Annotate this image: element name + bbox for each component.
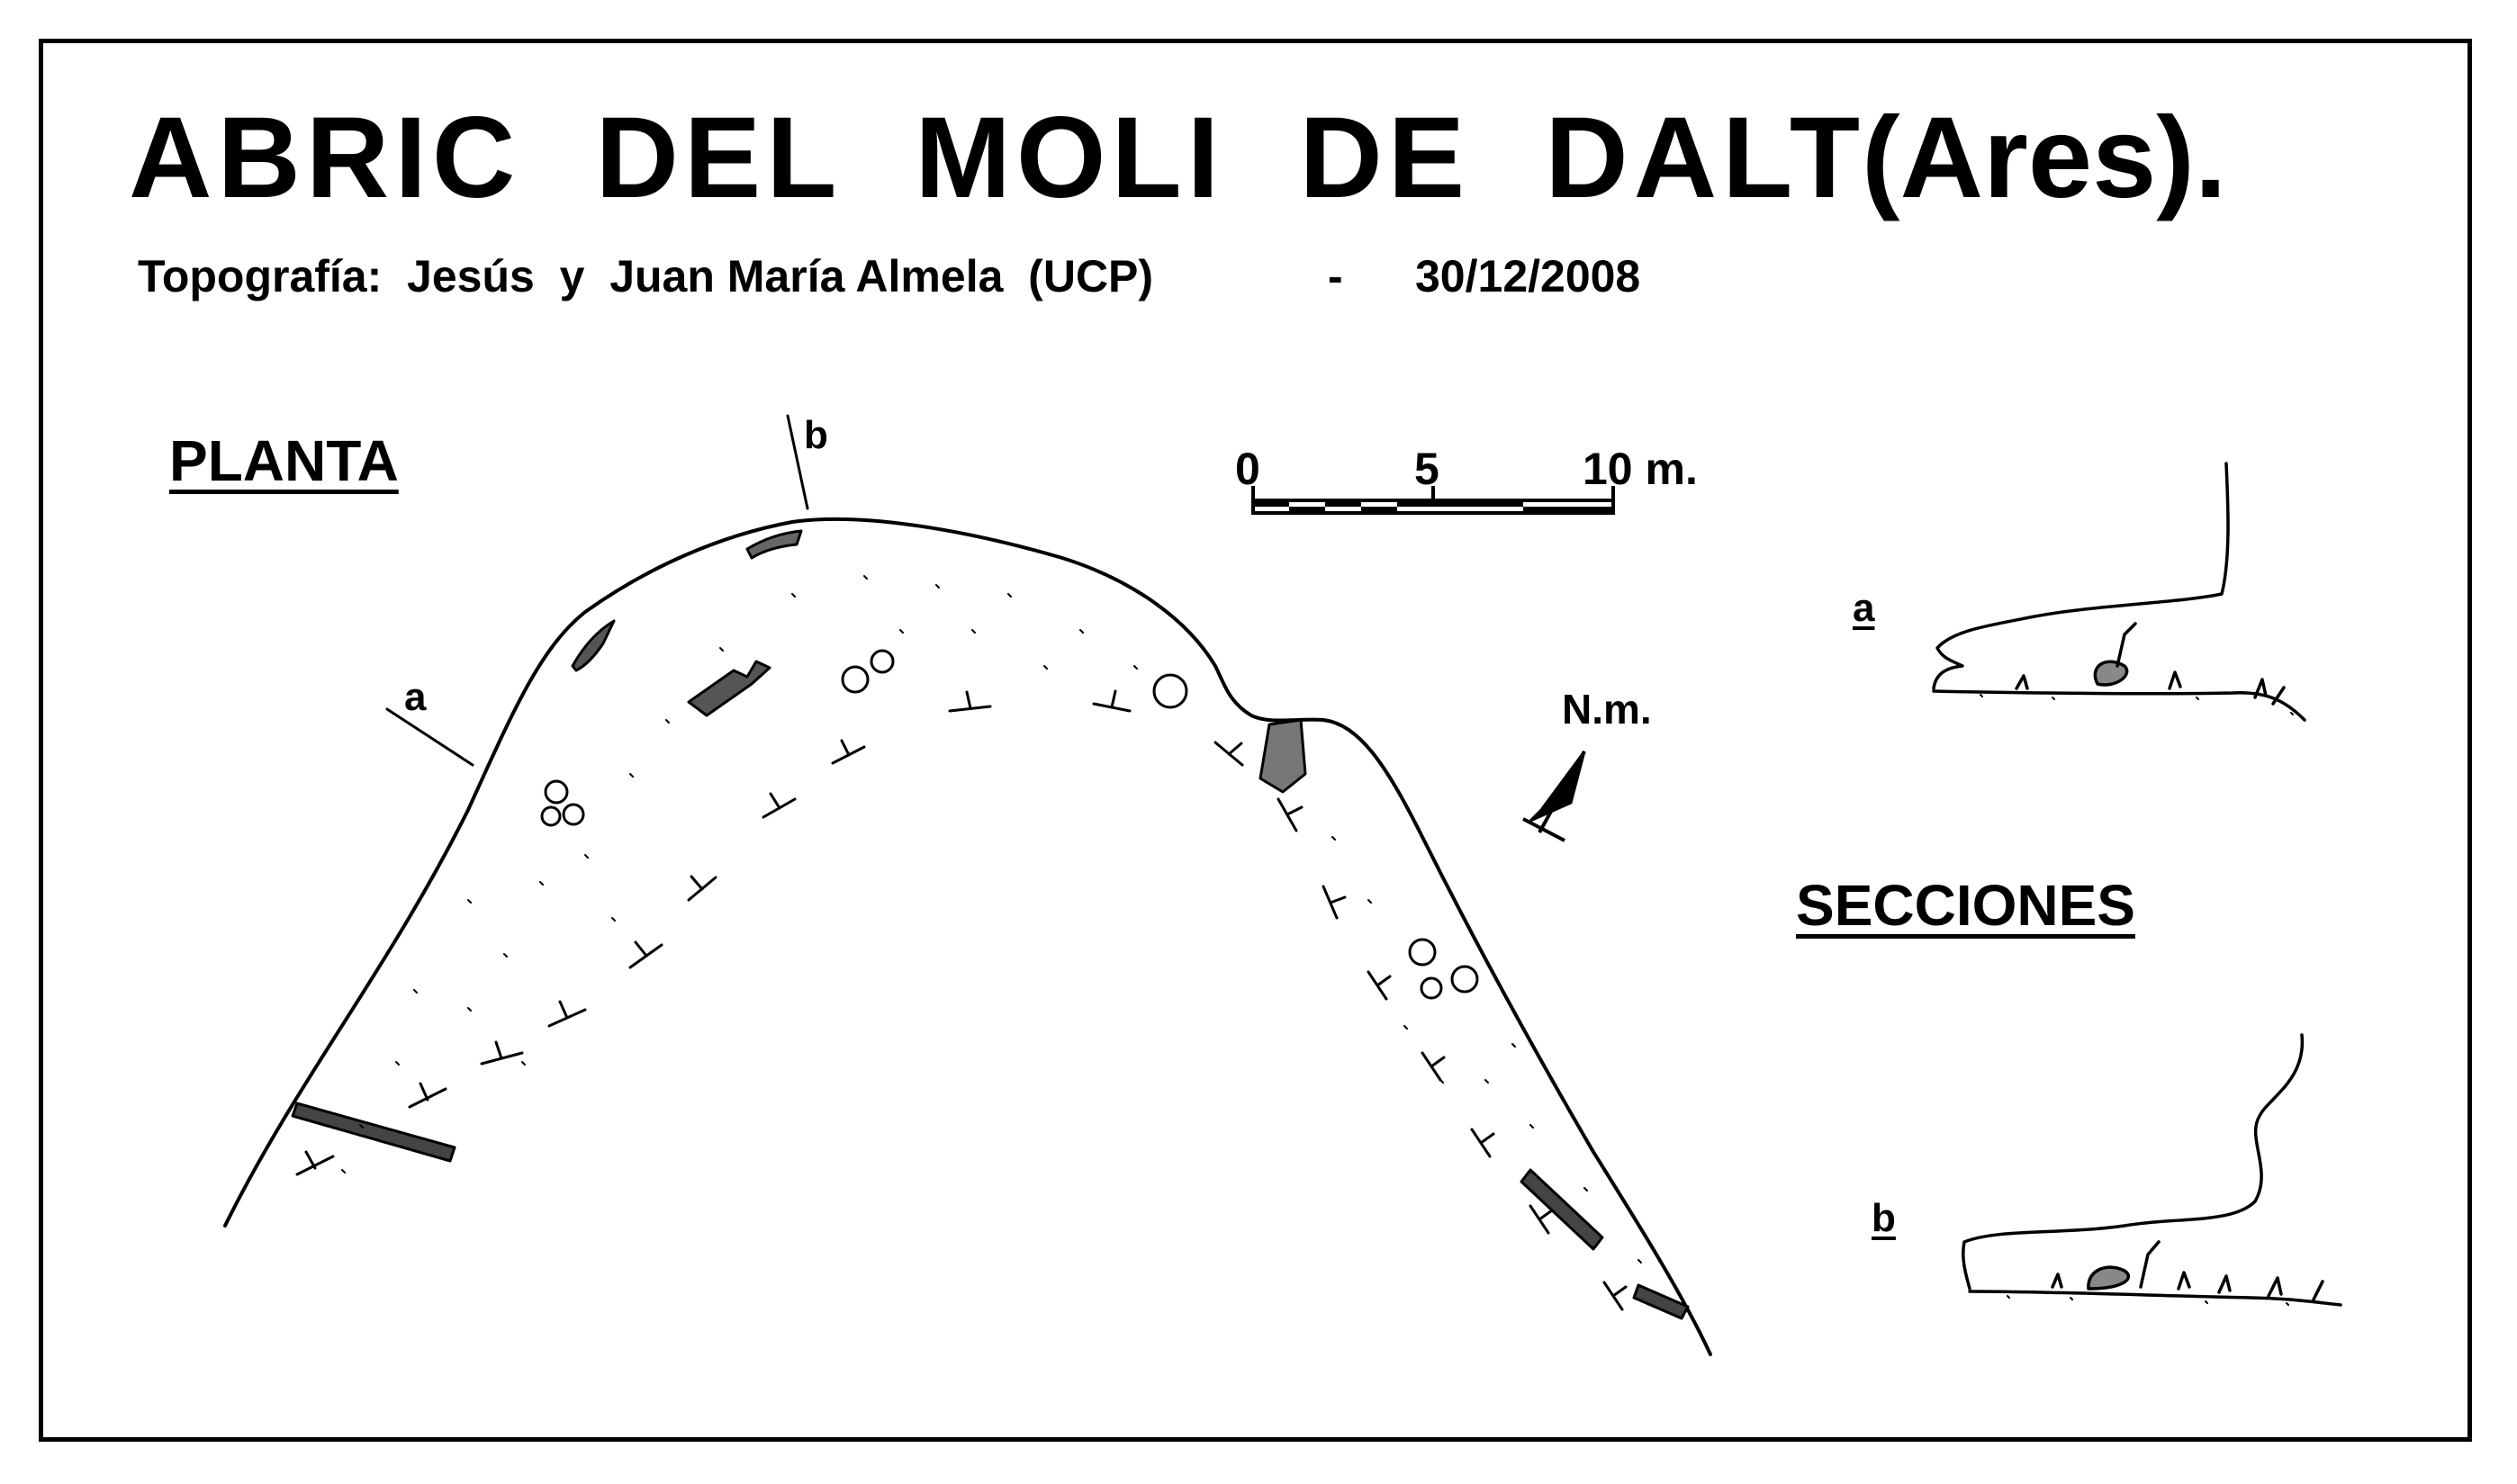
sections-heading: SECCIONES [1796,873,2135,938]
north-label: N.m. [1562,686,1652,733]
plan-floor-stipple [341,575,1642,1264]
survey-credits: Topografía: Jesús y Juan María Almela (U… [138,251,1154,301]
section-a-label: a [1853,586,1875,630]
survey-date: 30/12/2008 [1415,251,1641,301]
section-b-label: b [1872,1196,1896,1240]
scale-bar [1251,486,1615,515]
scale-tick-10: 10 m. [1583,444,1698,494]
credits-separator: - [1328,251,1343,301]
plan-boulders [540,649,1479,1000]
cut-line-a [385,707,474,767]
survey-location: (Ares). [1862,94,2227,222]
survey-title: ABRIC DEL MOLI DE DALT [129,94,1865,222]
cut-line-a-label: a [404,675,427,719]
plan-heading: PLANTA [169,428,399,493]
sheet-frame [39,39,2472,1442]
section-b-drawing [1962,1033,2342,1307]
scale-tick-5: 5 [1414,444,1439,494]
section-a-drawing [1932,462,2306,722]
cut-line-b [786,414,809,510]
cut-line-b-label: b [804,413,828,457]
scale-tick-0: 0 [1235,444,1260,494]
plan-drawing [223,414,1712,1356]
north-arrow-icon [1522,751,1586,842]
plan-outer-wall [223,517,1712,1356]
plan-rock-walls [291,529,1690,1320]
plan-dripline [295,689,1628,1311]
